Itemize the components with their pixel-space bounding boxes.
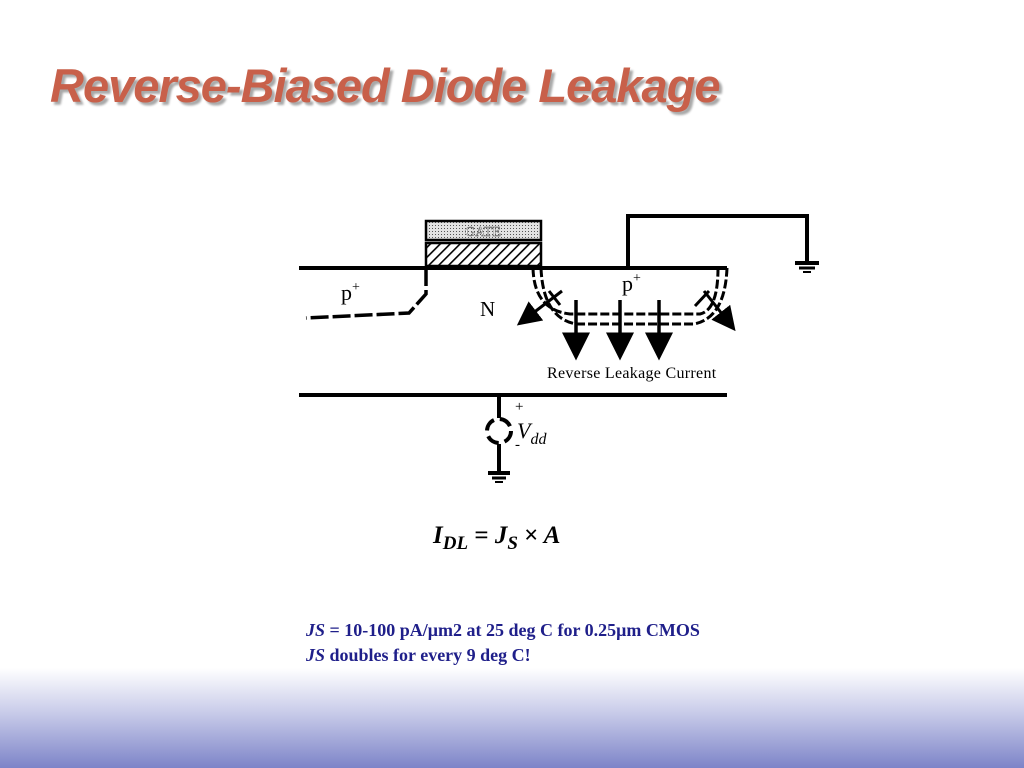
formula-term2: A	[543, 522, 561, 549]
notes: JS = 10-100 pA/μm2 at 25 deg C for 0.25μ…	[306, 618, 700, 668]
supply-minus-label: -	[515, 437, 520, 453]
leakage-formula: IDL = JS × A	[433, 522, 560, 555]
drain-ground-icon	[795, 261, 819, 273]
supply-source-icon	[485, 417, 513, 445]
gate-label: GATE	[465, 225, 501, 240]
note-line-2: JS doubles for every 9 deg C!	[306, 645, 531, 665]
formula-lhs-sub: DL	[442, 533, 469, 554]
formula-term1: J	[494, 522, 508, 549]
leakage-tick-left	[547, 290, 562, 306]
left-region-label: p+	[341, 280, 360, 305]
gate-poly	[424, 219, 543, 242]
right-region-label: p+	[622, 271, 641, 296]
leakage-tick-right	[693, 289, 711, 308]
supply-plus-label: +	[515, 399, 523, 415]
leakage-arrow-right	[702, 290, 736, 332]
right-p-diffusion-inner	[539, 267, 729, 326]
leakage-arrow-left	[516, 289, 563, 326]
formula-term1-sub: S	[507, 533, 518, 554]
supply-label: Vdd	[517, 418, 547, 448]
current-label: Reverse Leakage Current	[547, 365, 717, 382]
leakage-arrows	[516, 289, 736, 361]
gate: GATE	[424, 219, 543, 268]
supply-ground-icon	[488, 471, 510, 483]
gate-oxide	[424, 241, 543, 268]
formula-times: ×	[524, 522, 539, 549]
right-p-diffusion-outer	[531, 267, 720, 316]
slide-title: Reverse-Biased Diode Leakage	[50, 59, 720, 112]
note-line-1: JS = 10-100 pA/μm2 at 25 deg C for 0.25μ…	[306, 620, 700, 640]
drain-wire	[626, 214, 809, 268]
formula-lhs: I	[433, 522, 443, 549]
formula-equals: =	[474, 522, 489, 549]
substrate-label: N	[480, 297, 495, 321]
left-p-diffusion-boundary	[305, 268, 428, 320]
bottom-gradient-band	[0, 668, 1024, 768]
